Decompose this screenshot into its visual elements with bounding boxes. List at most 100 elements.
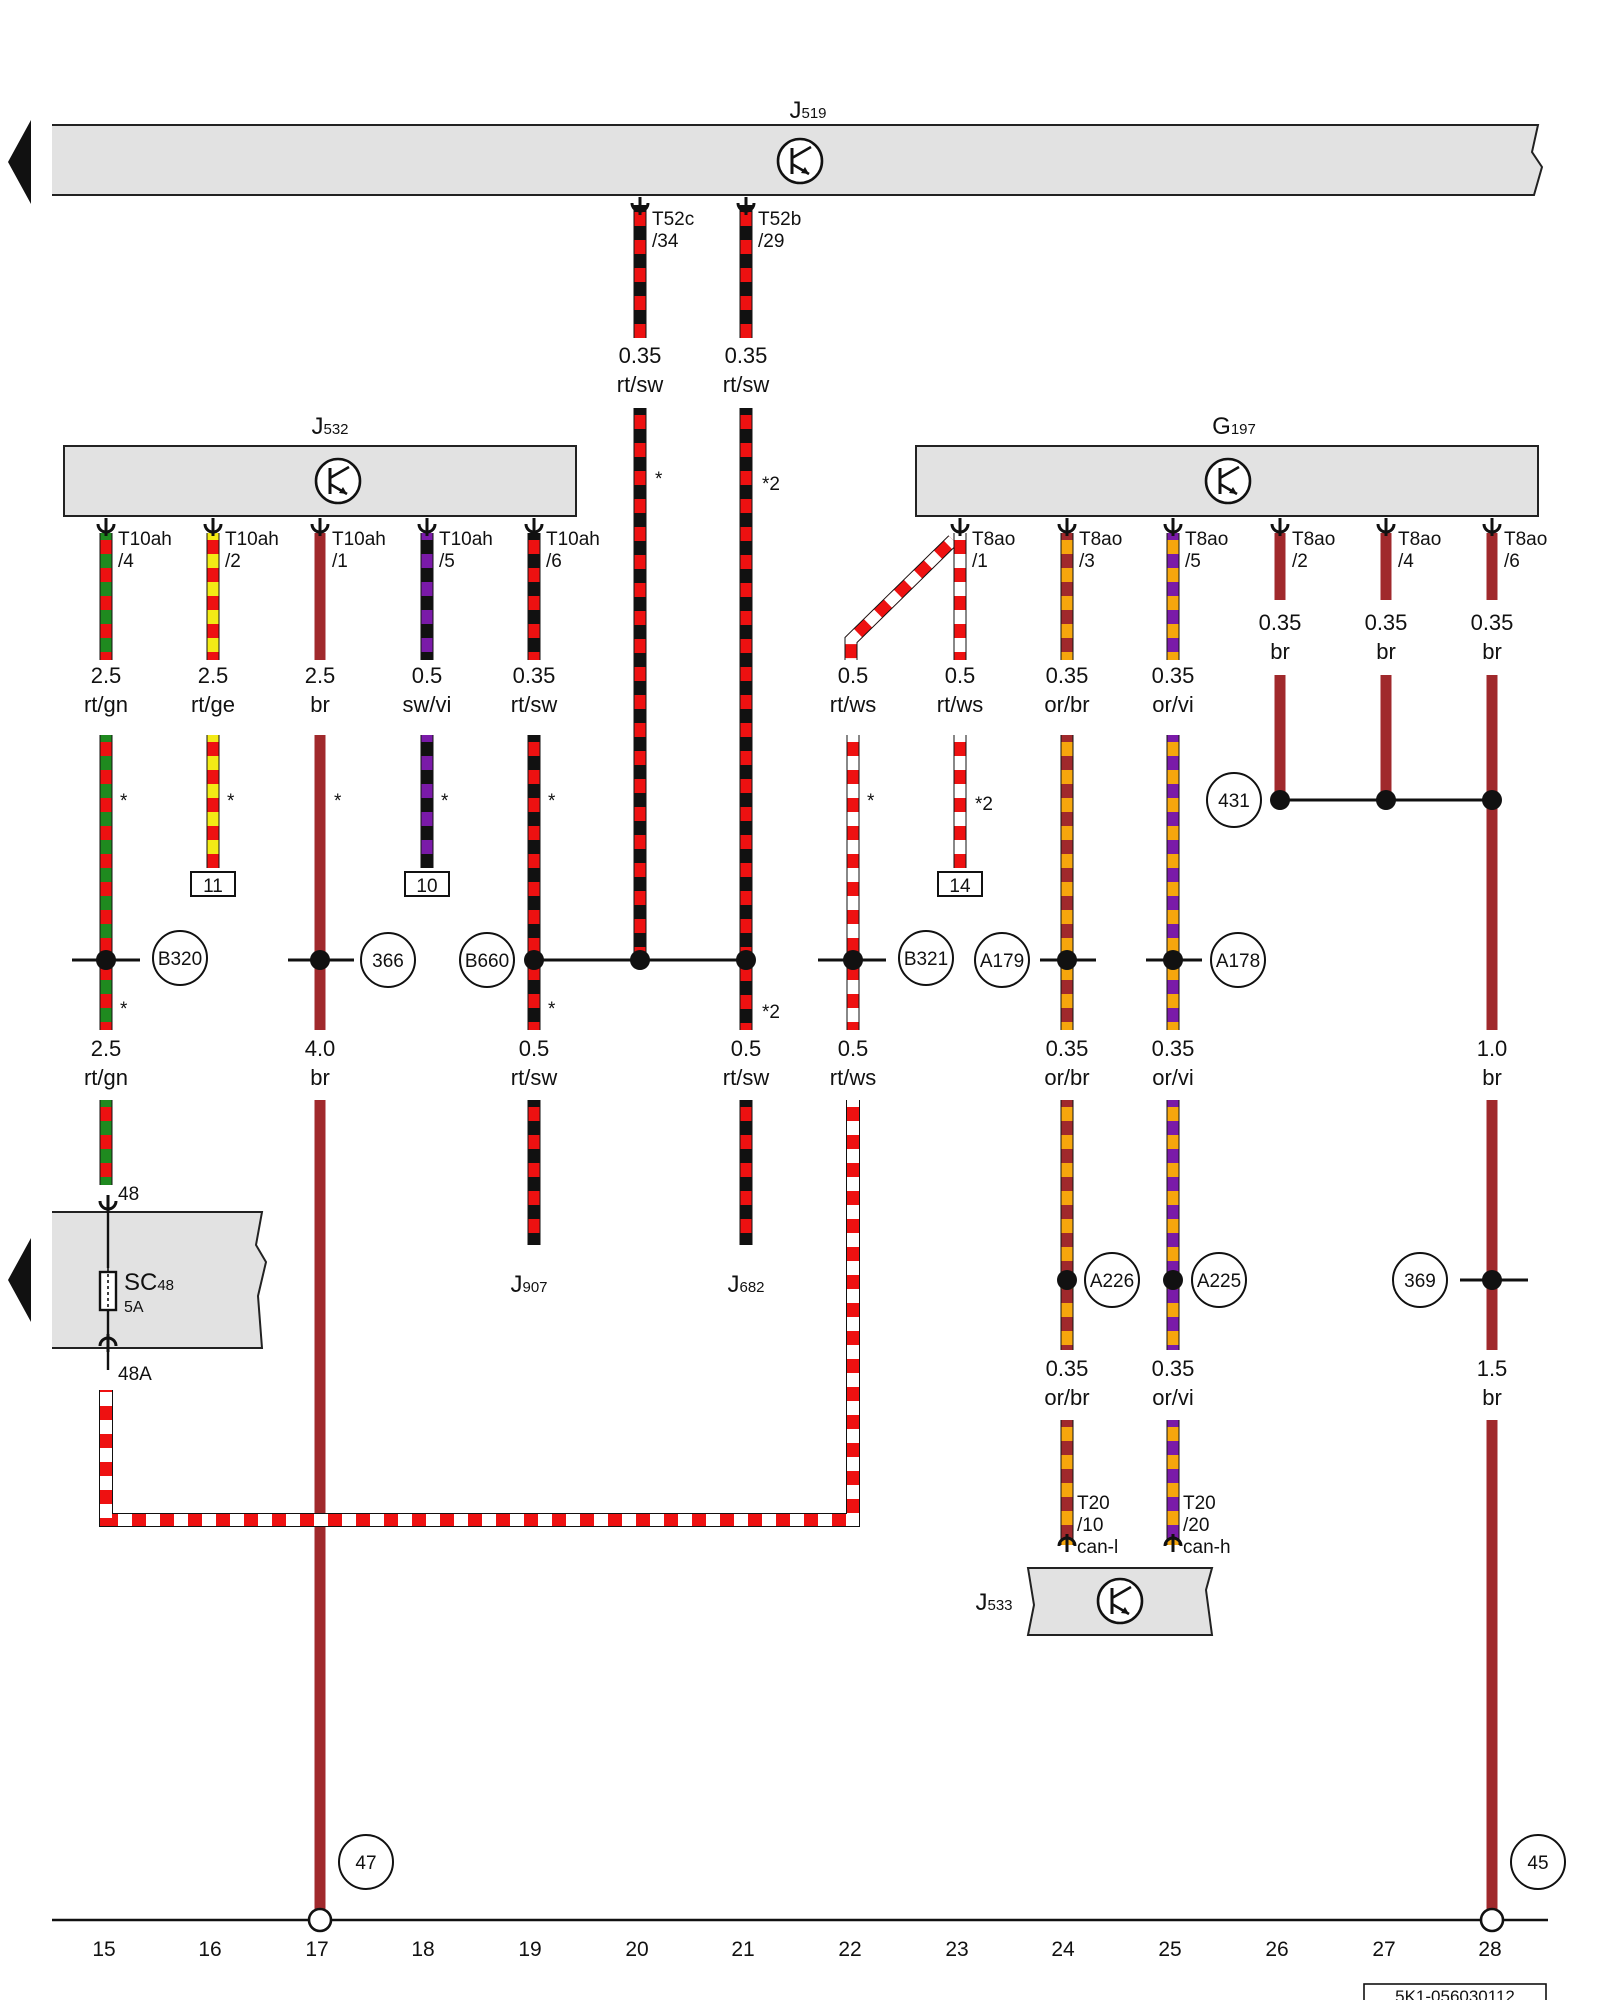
- pin-label-t8ao-1-line1: /1: [972, 551, 988, 572]
- pin-terminal-g197-2: [1163, 518, 1183, 536]
- pin-label-t8ao-3-line1: /3: [1079, 551, 1095, 572]
- wire-label-15a-color: rt/gn: [84, 692, 128, 717]
- wire-label-25a-gauge: 0.35: [1152, 663, 1195, 688]
- connection-431: 431: [1206, 772, 1262, 828]
- column-number: 28: [1478, 1938, 1501, 1961]
- pin-label-t8ao-4-line0: T8ao: [1398, 529, 1441, 550]
- pin-terminal-g197-5: [1482, 518, 1502, 536]
- pin-label-t10ah-6: T10ah/6: [546, 529, 600, 572]
- wire-label-21b-color: rt/sw: [723, 1065, 770, 1090]
- footnote-18: *: [441, 791, 449, 812]
- wire-label-19b: 0.5rt/sw: [511, 1036, 558, 1090]
- ref-box-14: 14: [937, 871, 983, 897]
- wire-label-16: 2.5rt/ge: [191, 663, 235, 717]
- splice-366: [310, 950, 330, 970]
- column-number: 21: [731, 1938, 754, 1961]
- splice-t52b: [736, 950, 756, 970]
- wire-label-17a: 2.5br: [305, 663, 336, 717]
- wire-label-t52c-gauge: 0.35: [619, 343, 662, 368]
- pin-terminal-t20-20: [1163, 1534, 1183, 1552]
- column-number: 15: [92, 1938, 115, 1961]
- connection-a225-text: A225: [1197, 1271, 1241, 1292]
- pin-label-t10ah-5-line1: /5: [439, 551, 455, 572]
- connection-a179-text: A179: [980, 951, 1024, 972]
- wire-label-27-color: br: [1376, 639, 1396, 664]
- column-number: 19: [518, 1938, 541, 1961]
- ground-terminal-17: [307, 1907, 333, 1933]
- pin-terminal-j532-0: [96, 518, 116, 536]
- wire-label-24a-gauge: 0.35: [1046, 663, 1089, 688]
- wire-label-28b-gauge: 1.0: [1477, 1036, 1508, 1061]
- wire-label-19a-color: rt/sw: [511, 692, 558, 717]
- pin-label-t8ao-5-line1: /5: [1185, 551, 1201, 572]
- wire-label-22a-gauge: 0.5: [838, 663, 869, 688]
- wire-label-22b: 0.5rt/ws: [830, 1036, 876, 1090]
- splice-t52c: [630, 950, 650, 970]
- j533-label: J533: [975, 1589, 1012, 1616]
- footnote-23: *2: [975, 794, 993, 815]
- wire-label-21b: 0.5rt/sw: [723, 1036, 770, 1090]
- footnote-t52c: *: [655, 469, 663, 490]
- wire-label-25c-gauge: 0.35: [1152, 1356, 1195, 1381]
- wire-label-28c-gauge: 1.5: [1477, 1356, 1508, 1381]
- pin-label-t8ao-6-line0: T8ao: [1504, 529, 1547, 550]
- wire-label-17b-gauge: 4.0: [305, 1036, 336, 1061]
- pin-label-t10ah-5-line0: T10ah: [439, 529, 493, 550]
- footnote-17: *: [334, 791, 342, 812]
- wire-label-19a-gauge: 0.35: [513, 663, 556, 688]
- connection-b321: B321: [898, 930, 954, 986]
- wire-label-23: 0.5rt/ws: [937, 663, 983, 717]
- column-number: 23: [945, 1938, 968, 1961]
- pin-label-t8ao-2-line1: /2: [1292, 551, 1308, 572]
- wire-label-22a: 0.5rt/ws: [830, 663, 876, 717]
- ref-45-text: 45: [1527, 1853, 1548, 1874]
- pin-terminal-g197-3: [1270, 518, 1290, 536]
- pin-48a: 48A: [118, 1364, 152, 1385]
- splice-a225: [1163, 1270, 1183, 1290]
- pin-label-t52c-34-line0: T52c: [652, 209, 694, 230]
- pin-label-t10ah-1-line1: /1: [332, 551, 348, 572]
- pin-label-t8ao-3: T8ao/3: [1079, 529, 1122, 572]
- connection-b321-text: B321: [904, 949, 948, 970]
- page-arrow-top: [8, 120, 31, 204]
- column-number: 20: [625, 1938, 648, 1961]
- pin-terminal-g197-4: [1376, 518, 1396, 536]
- splice-a226: [1057, 1270, 1077, 1290]
- ref-box-10: 10: [404, 871, 450, 897]
- pin-label-t10ah-4-line0: T10ah: [118, 529, 172, 550]
- wire-label-22b-gauge: 0.5: [838, 1036, 869, 1061]
- wire-label-25b-color: or/vi: [1152, 1065, 1194, 1090]
- pin-terminal-g197-1: [1057, 518, 1077, 536]
- pin-label-t20-20-line1: /20: [1183, 1515, 1209, 1536]
- pin-label-t8ao-5: T8ao/5: [1185, 529, 1228, 572]
- wire-label-26-color: br: [1270, 639, 1290, 664]
- wire-label-18-color: sw/vi: [403, 692, 452, 717]
- j907-label: J907: [510, 1271, 547, 1298]
- pin-terminal-j519-1: [736, 197, 756, 215]
- ref-47: 47: [338, 1834, 394, 1890]
- page-arrow-fuse: [8, 1238, 31, 1322]
- wire-label-23-color: rt/ws: [937, 692, 983, 717]
- pin-label-t20-10-line2: can-l: [1077, 1537, 1118, 1558]
- footnote-22: *: [867, 791, 875, 812]
- column-number: 24: [1051, 1938, 1075, 1961]
- wire-22-diagonal: [844, 535, 958, 660]
- pin-terminal-j532-3: [417, 518, 437, 536]
- footnote-t52b: *2: [762, 474, 780, 495]
- wire-label-16-gauge: 2.5: [198, 663, 229, 688]
- wire-label-28c: 1.5br: [1477, 1356, 1508, 1410]
- ref-box-10-text: 10: [416, 876, 437, 897]
- splice-a179: [1057, 950, 1077, 970]
- pin-label-t10ah-2: T10ah/2: [225, 529, 279, 572]
- pin-terminal-j532-1: [203, 518, 223, 536]
- connection-369: 369: [1392, 1252, 1448, 1308]
